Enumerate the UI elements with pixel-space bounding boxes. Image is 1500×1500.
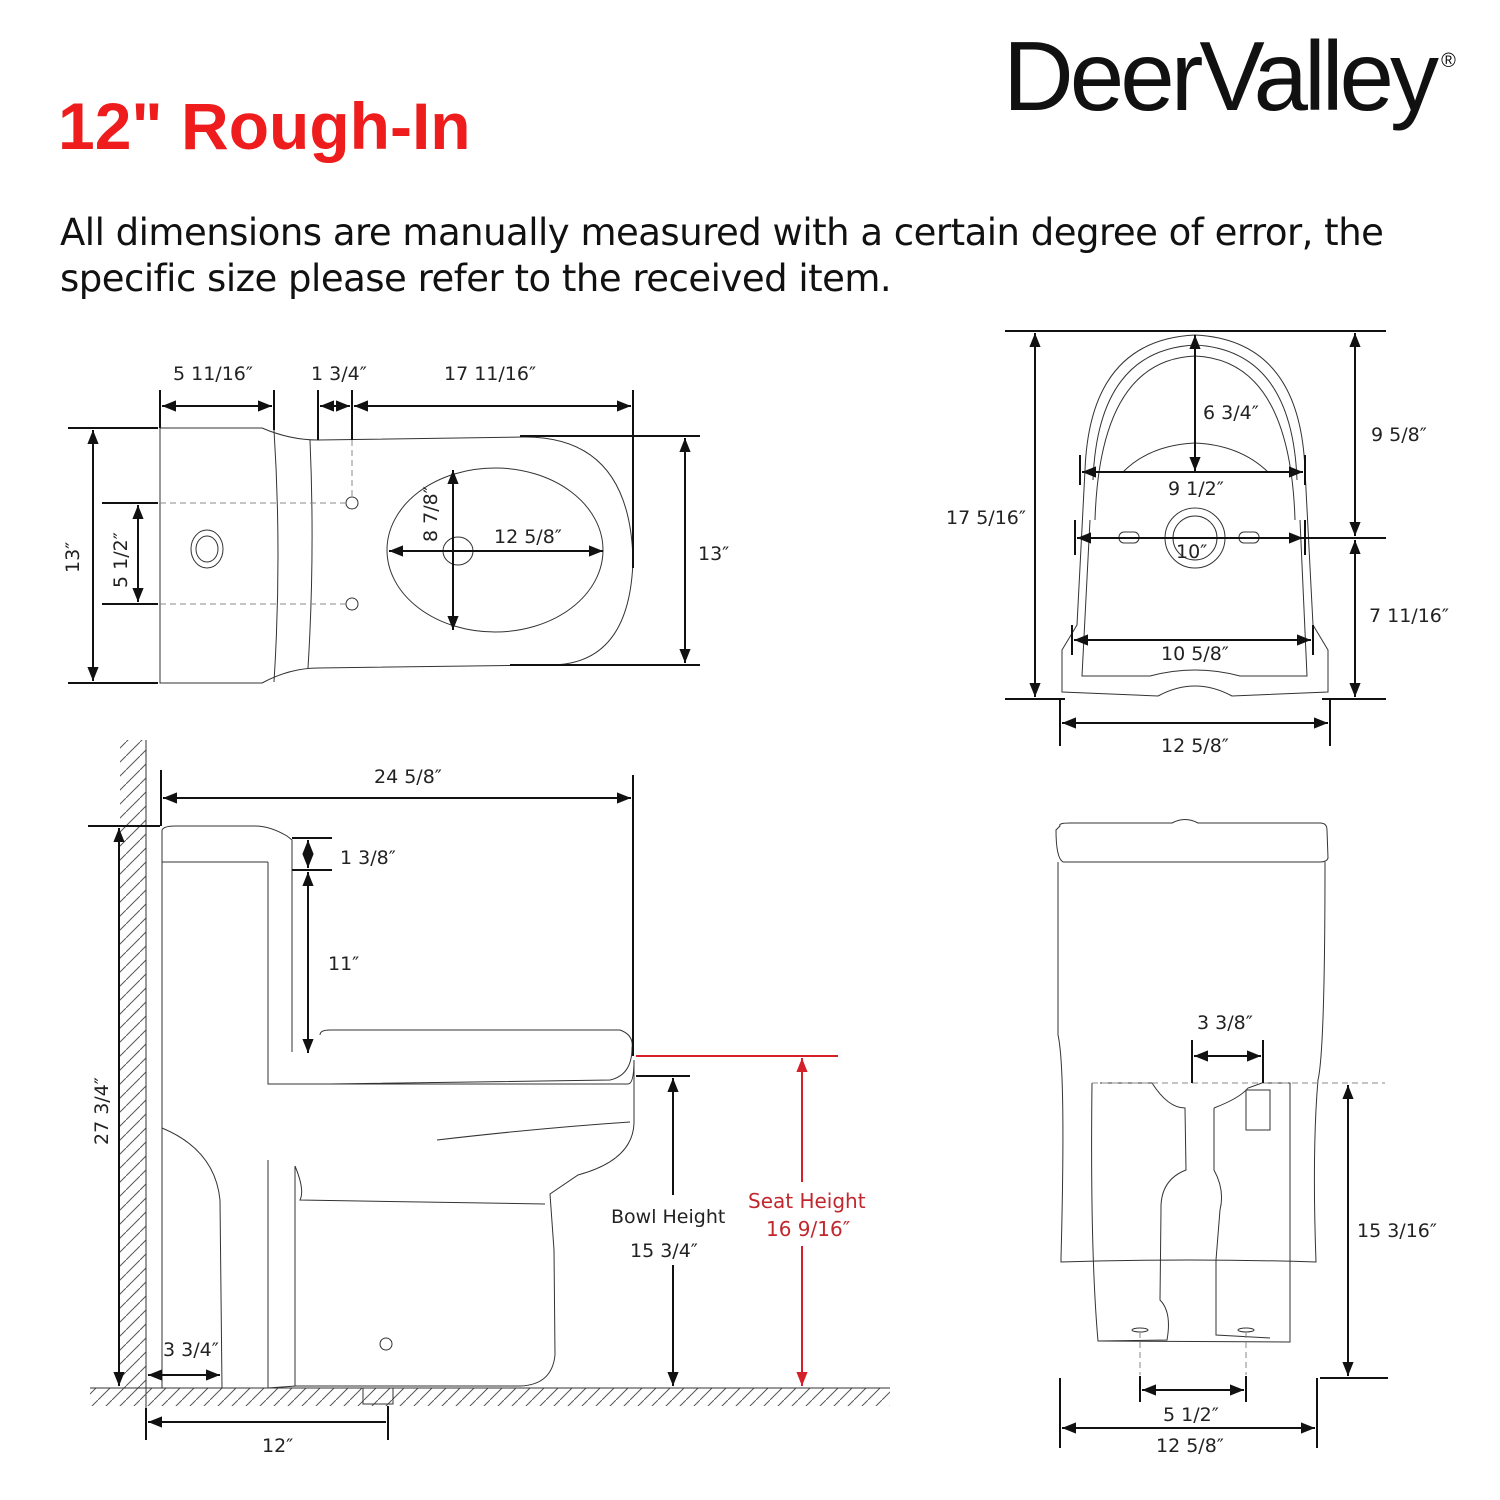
fp-overall-depth-label: 17 5/16″ [946, 507, 1026, 529]
fp-front-to-opening-label: 6 3/4″ [1203, 402, 1259, 424]
side-rough-in-label: 12″ [262, 1435, 293, 1457]
rear-inlet-offset-label: 3 3/8″ [1197, 1012, 1253, 1034]
top-bowl-width-label: 13″ [698, 543, 729, 565]
fp-opening-width-label: 9 1/2″ [1168, 478, 1224, 500]
bowl-height-value: 15 3/4″ [630, 1240, 698, 1262]
rough-in-title: 12" Rough-In [58, 89, 471, 163]
side-wall-gap-label: 3 3/4″ [163, 1339, 219, 1361]
brand-logo: DeerValley® [1003, 20, 1456, 133]
rear-overall-width-label: 12 5/8″ [1156, 1435, 1224, 1457]
top-neck-width-label: 1 3/4″ [311, 363, 367, 385]
top-opening-length-label: 12 5/8″ [494, 526, 562, 548]
side-view-diagram: 24 5/8″ 1 3/8″ 11″ 27 3/4″ 3 3/4″ 12″ Bo… [88, 740, 890, 1457]
top-overall-width-label: 13″ [62, 542, 84, 573]
side-lid-thickness-label: 1 3/8″ [340, 847, 396, 869]
fp-base-width-label: 12 5/8″ [1161, 735, 1229, 757]
side-overall-length-label: 24 5/8″ [374, 766, 442, 788]
fp-outlet-span-label: 10″ [1176, 541, 1207, 563]
brand-name: DeerValley [1003, 21, 1439, 131]
top-bolt-spacing-label: 5 1/2″ [110, 532, 132, 588]
measurement-disclaimer: All dimensions are manually measured wit… [60, 211, 1384, 300]
registered-mark: ® [1441, 50, 1456, 72]
side-overall-height-label: 27 3/4″ [91, 1077, 113, 1145]
fp-rear-width-label: 10 5/8″ [1161, 643, 1229, 665]
rear-base-height-label: 15 3/16″ [1357, 1220, 1437, 1242]
side-tank-height-label: 11″ [328, 953, 359, 975]
footprint-view-diagram: 17 5/16″ 9 5/8″ 7 11/16″ 6 3/4″ 9 1/2″ 1… [946, 330, 1449, 757]
seat-height-value: 16 9/16″ [766, 1217, 850, 1241]
top-view-diagram: 5 11/16″ 1 3/4″ 17 11/16″ 12 5/8″ 13″ 13… [62, 363, 729, 684]
fp-outlet-to-back-label: 7 11/16″ [1369, 605, 1449, 627]
top-opening-width-label: 8 7/8″ [420, 486, 442, 542]
top-bowl-length-label: 17 11/16″ [444, 363, 536, 385]
seat-height-title: Seat Height [748, 1189, 866, 1213]
top-tank-depth-label: 5 11/16″ [173, 363, 253, 385]
fp-front-to-outlet-label: 9 5/8″ [1371, 424, 1427, 446]
rear-bolt-spacing-label: 5 1/2″ [1163, 1404, 1219, 1426]
rear-view-diagram: 3 3/8″ 15 3/16″ 5 1/2″ 12 5/8″ [1055, 819, 1437, 1457]
bowl-height-title: Bowl Height [611, 1206, 725, 1228]
